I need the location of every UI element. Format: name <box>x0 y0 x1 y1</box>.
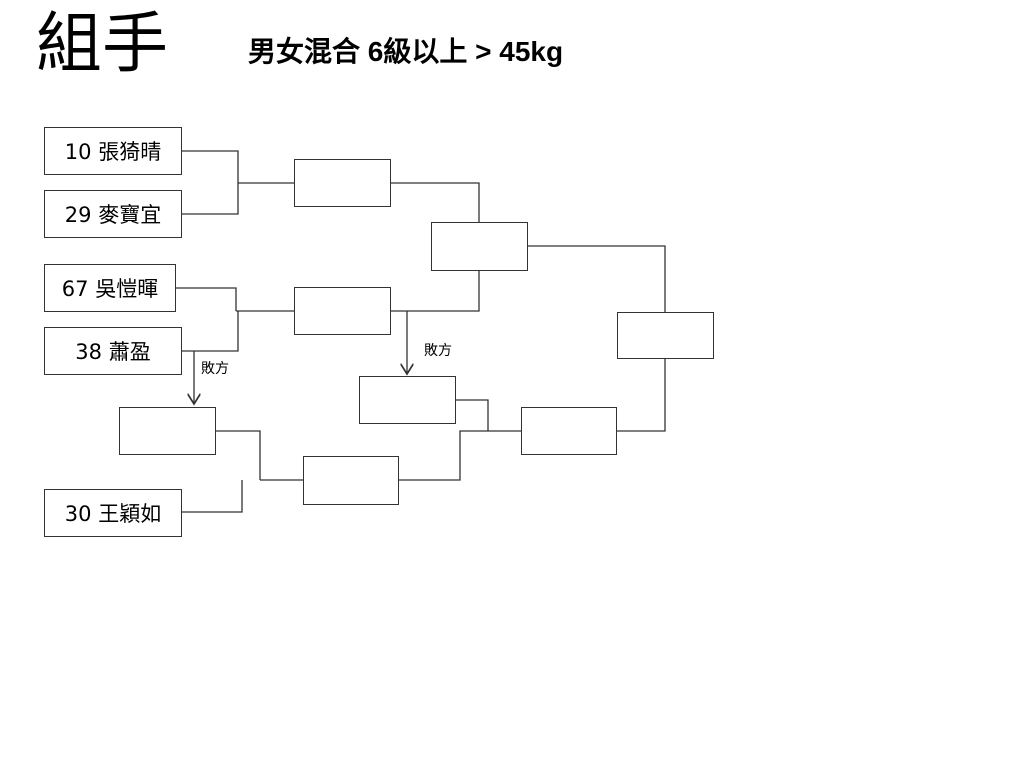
connector-l-out <box>617 359 666 432</box>
connector-m1-out <box>391 182 480 222</box>
connector-e2 <box>182 183 239 215</box>
category-subtitle: 男女混合 6級以上 > 45kg <box>248 36 564 67</box>
losers-final-box <box>521 407 617 455</box>
semifinal-box-1 <box>294 159 391 207</box>
connector-r1-out <box>216 430 261 480</box>
connector-m2-out <box>391 271 480 312</box>
connector-r3-out <box>456 399 489 431</box>
repechage-box-2 <box>303 456 399 505</box>
connector-r2-out <box>399 430 488 481</box>
connector-e1 <box>182 150 239 183</box>
entrant-box-1: 10 張猗晴 <box>44 127 182 175</box>
grand-final-box <box>617 312 714 359</box>
connector-e5 <box>182 480 243 513</box>
connector-e3 <box>176 287 237 311</box>
loser-note-1: 敗方 <box>201 361 229 377</box>
repechage-box-3 <box>359 376 456 424</box>
winners-final-box <box>431 222 528 271</box>
connector-w-out <box>528 245 666 312</box>
loser-note-2: 敗方 <box>424 343 452 359</box>
entrant-box-3: 67 吳愷暉 <box>44 264 176 312</box>
connector-e4 <box>182 311 239 352</box>
repechage-box-1 <box>119 407 216 455</box>
entrant-box-4: 38 蕭盈 <box>44 327 182 375</box>
entrant-box-2: 29 麥寶宜 <box>44 190 182 238</box>
entrant-box-5: 30 王穎如 <box>44 489 182 537</box>
page-title: 組手 <box>36 5 168 82</box>
semifinal-box-2 <box>294 287 391 335</box>
